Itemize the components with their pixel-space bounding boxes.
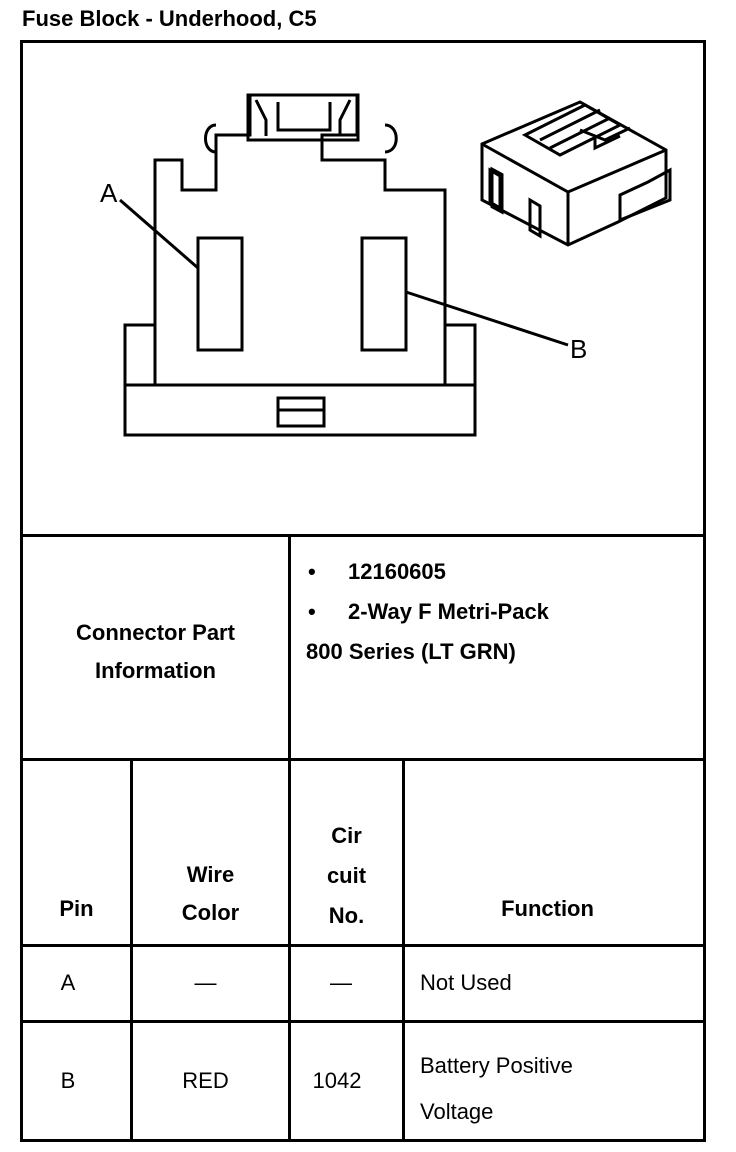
header-pin: Pin [59,896,94,921]
header-wire-color: Wire Color [133,856,288,932]
row-divider-1 [20,534,706,537]
right-ear [384,123,398,154]
header-wire-color-line1: Wire [186,862,235,887]
row-b-wire-color: RED [182,1068,229,1093]
row-a-pin: A [60,970,76,995]
row-b-function: Battery Positive Voltage [420,1043,700,1135]
connector-info-bullet: • 12160605 [306,552,696,592]
connector-info-details: • 12160605 • 2-Way F Metri-Pack 800 Series… [306,552,696,672]
connector-series: 800 Series (LT GRN) [306,639,516,664]
leader-line-a [119,198,199,270]
col-divider-info [288,534,291,758]
isometric-connector [480,100,672,247]
row-divider-4 [20,1020,706,1023]
label-a: A [100,178,118,208]
header-wire-color-line2: Color [181,900,240,925]
row-b-function-line2: Voltage [420,1099,494,1124]
row-a-circuit: — [330,970,352,995]
leader-line-b [405,290,569,347]
bullet-glyph: • [308,559,316,584]
page-title: Fuse Block - Underhood, C5 [22,6,317,31]
header-circuit-line1: Cir [331,823,362,848]
base-latch [276,396,326,428]
locking-tab [246,93,360,142]
label-b: B [570,334,587,364]
col-divider-1 [130,758,133,1142]
row-a-wire-color: — [194,970,217,995]
cavity-b [360,236,408,352]
row-divider-2 [20,758,706,761]
connector-info-heading-line2: Information [95,658,216,683]
bullet-glyph: • [308,599,316,624]
left-ear [204,123,217,154]
header-circuit-line3: No. [328,903,365,928]
connector-diagram: A B [100,93,672,437]
connector-info-heading: Connector Part Information [23,614,288,690]
header-function: Function [501,896,594,921]
row-b-pin: B [60,1068,76,1093]
connector-type: 2-Way F Metri-Pack [348,599,549,624]
connector-info-bullet: • 2-Way F Metri-Pack [306,592,696,632]
header-circuit: Cir cuit No. [291,816,402,936]
row-b-circuit: 1042 [312,1068,362,1093]
row-b-function-line1: Battery Positive [420,1053,573,1078]
connector-info-heading-line1: Connector Part [76,620,235,645]
col-divider-3 [402,758,405,1142]
connector-face-outline [123,93,477,437]
part-number: 12160605 [348,559,446,584]
row-divider-3 [20,944,706,947]
row-a-function: Not Used [420,970,512,995]
cavity-a [196,236,244,352]
table-frame [20,40,706,1142]
col-divider-2 [288,758,291,1142]
header-circuit-line2: cuit [326,863,367,888]
